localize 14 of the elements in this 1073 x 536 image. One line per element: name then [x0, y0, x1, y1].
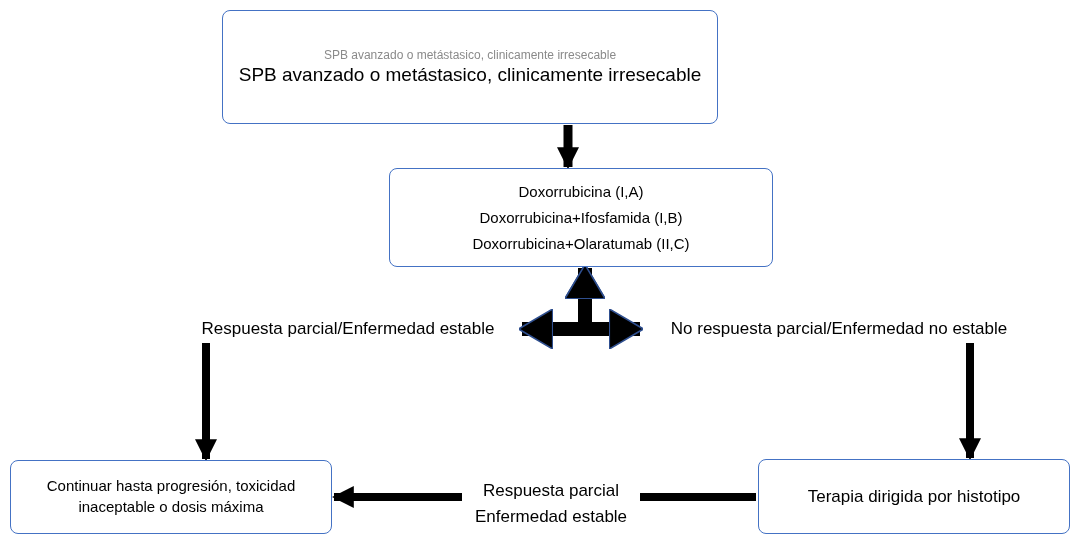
- branch-label: Respuesta parcial/Enfermedad estable: [201, 318, 495, 341]
- box-text: Doxorrubicina+Ifosfamida (I,B): [479, 207, 683, 228]
- process-box: [10, 460, 332, 534]
- box-text: Terapia dirigida por histotipo: [807, 485, 1021, 508]
- process-box: [758, 459, 1070, 534]
- arrow: [557, 125, 579, 170]
- process-box: [222, 10, 718, 124]
- faded-heading: SPB avanzado o metástasico, clinicamente irresecable: [323, 47, 617, 63]
- box-text: Doxorrubicina+Olaratumab (II,C): [472, 233, 690, 254]
- box-text: Doxorrubicina (I,A): [518, 181, 644, 202]
- process-box: [389, 168, 773, 267]
- box-text: SPB avanzado o metástasico, clinicamente irresecable: [238, 62, 702, 87]
- box-text: Continuar hasta progresión, toxicidad inaceptable o dosis máxima: [45, 476, 297, 517]
- branch-label: No respuesta parcial/Enfermedad no estable: [670, 318, 1008, 341]
